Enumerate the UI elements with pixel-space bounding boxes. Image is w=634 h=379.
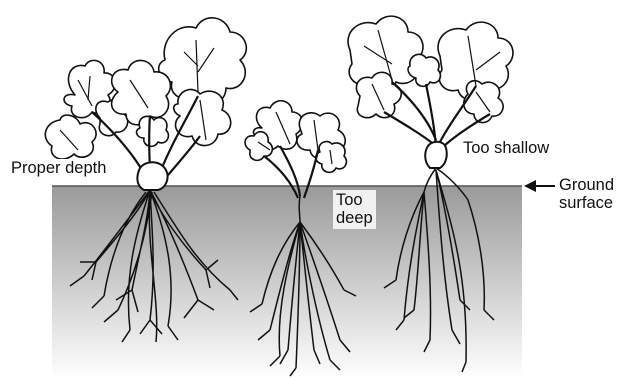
label-too-shallow: Too shallow	[462, 139, 550, 157]
label-proper-depth: Proper depth	[10, 159, 107, 177]
label-ground-surface: Ground surface	[559, 176, 614, 213]
label-ground-line2: surface	[559, 194, 614, 212]
label-too-deep-line1: Too	[336, 191, 373, 209]
label-too-deep-line2: deep	[336, 209, 373, 227]
arrow-left-icon	[524, 180, 555, 192]
label-too-deep: Too deep	[333, 190, 376, 229]
plant-too-deep-foliage	[245, 101, 346, 198]
soil-region	[52, 186, 522, 379]
label-ground-line1: Ground	[559, 176, 614, 194]
